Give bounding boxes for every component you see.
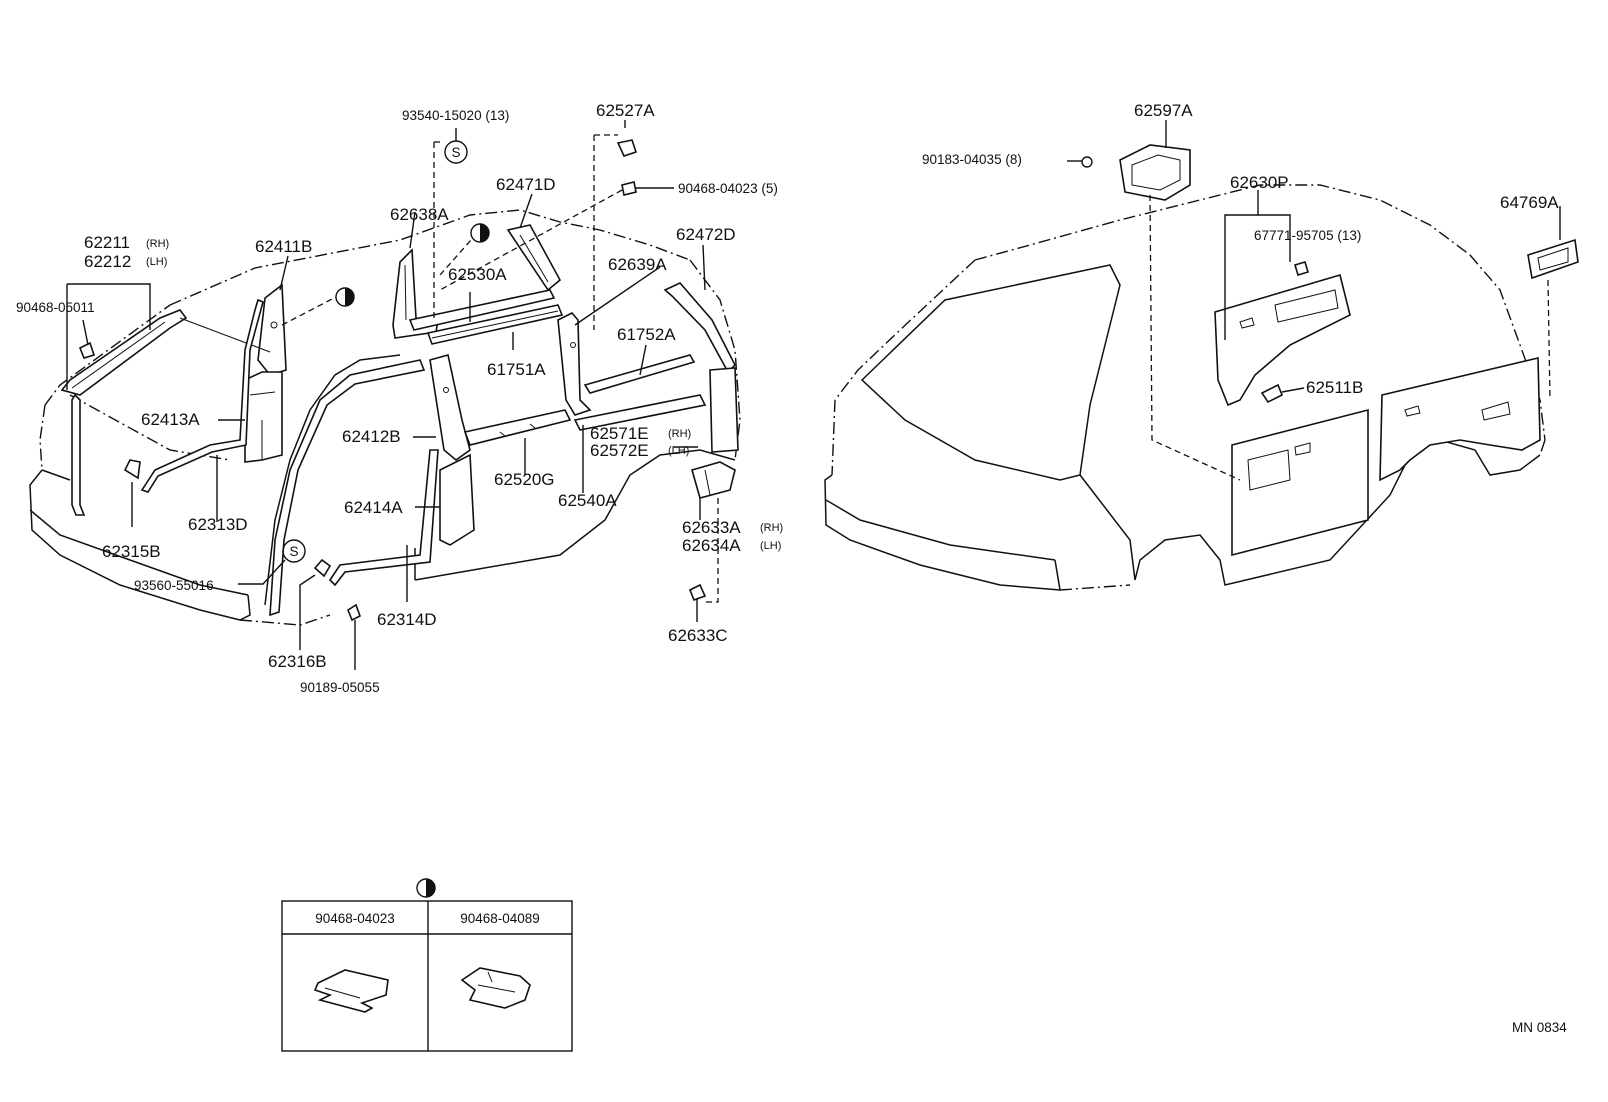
part-62413a xyxy=(244,371,283,463)
label-67771-95705: 67771-95705 (13) xyxy=(1254,228,1361,243)
label-62530a: 62530A xyxy=(448,265,507,284)
label-62211: 62211 xyxy=(84,233,130,252)
label-62313d: 62313D xyxy=(188,515,248,534)
part-62633c xyxy=(688,583,707,602)
part-90468-05011 xyxy=(78,341,96,359)
part-62511b xyxy=(1260,383,1284,404)
part-62530a xyxy=(408,289,556,331)
label-62571e-rh: (RH) xyxy=(668,428,691,440)
leader-lines-left xyxy=(66,120,719,670)
label-62471d: 62471D xyxy=(496,175,556,194)
label-62212: 62212 xyxy=(84,252,131,271)
label-90468-05011: 90468-05011 xyxy=(16,300,95,315)
part-62597a xyxy=(1119,144,1191,201)
label-62638a: 62638A xyxy=(390,205,449,224)
part-door-panel xyxy=(1231,408,1369,557)
label-62571e: 62571E xyxy=(590,424,649,443)
svg-text:S: S xyxy=(289,544,298,559)
part-90468-04023-top xyxy=(621,181,637,196)
part-90183-04035 xyxy=(1081,156,1093,168)
label-62630p: 62630P xyxy=(1230,173,1289,192)
right-body-outline xyxy=(824,184,1546,591)
part-62527a xyxy=(616,139,638,157)
label-62633a: 62633A xyxy=(682,518,741,537)
label-62633c: 62633C xyxy=(668,626,728,645)
part-62412b xyxy=(429,354,471,462)
label-62639a: 62639A xyxy=(608,255,667,274)
part-67771-95705 xyxy=(1294,261,1309,276)
label-62211-rh: (RH) xyxy=(146,238,169,250)
part-62316b xyxy=(313,558,332,578)
label-62540a: 62540A xyxy=(558,491,617,510)
label-62314d: 62314D xyxy=(377,610,437,629)
label-62520g: 62520G xyxy=(494,470,555,489)
clip-table: 90468-04023 90468-04089 xyxy=(281,878,573,1052)
part-64769a xyxy=(1527,238,1579,280)
part-rear-quarter-panel xyxy=(1379,356,1541,482)
label-61751a: 61751A xyxy=(487,360,546,379)
part-62639a xyxy=(557,312,592,416)
part-62315b xyxy=(123,459,141,480)
half-circle-symbol-2 xyxy=(335,287,355,307)
half-circle-symbol-1 xyxy=(470,223,490,243)
part-62471d xyxy=(506,224,562,292)
table-col1-header: 90468-04023 xyxy=(315,911,395,926)
label-61752a: 61752A xyxy=(617,325,676,344)
label-90183-04035: 90183-04035 (8) xyxy=(922,152,1022,167)
part-62630p xyxy=(1214,273,1351,407)
label-64769a: 64769A xyxy=(1500,193,1559,212)
svg-text:S: S xyxy=(451,145,460,160)
label-62411b: 62411B xyxy=(255,237,312,256)
part-90189-05055 xyxy=(347,603,361,622)
left-body-outline xyxy=(29,209,741,626)
label-62634a-lh: (LH) xyxy=(760,540,781,552)
part-62571e xyxy=(573,367,739,453)
label-93560-55016: 93560-55016 xyxy=(134,578,214,593)
part-62313d xyxy=(140,298,264,493)
part-62414a xyxy=(439,453,475,546)
label-62572e-lh: (LH) xyxy=(668,445,689,457)
part-62633a xyxy=(691,461,736,499)
table-col2-header: 90468-04089 xyxy=(460,911,540,926)
label-62315b: 62315B xyxy=(102,542,161,561)
clip-icon-90468-04089 xyxy=(460,967,531,1009)
part-62520g xyxy=(463,409,572,446)
label-62412b: 62412B xyxy=(342,427,401,446)
label-90468-04023-5: 90468-04023 (5) xyxy=(678,181,778,196)
leader-lines-right xyxy=(1067,120,1561,481)
s-symbol-bottom: S xyxy=(282,539,306,563)
part-62314d xyxy=(269,359,439,617)
label-62472d: 62472D xyxy=(676,225,736,244)
s-symbol-top: S xyxy=(444,140,468,164)
label-62413a: 62413A xyxy=(141,410,200,429)
clip-icon-90468-04023 xyxy=(313,969,389,1013)
label-62597a: 62597A xyxy=(1134,101,1193,120)
diagram-code: MN 0834 xyxy=(1512,1020,1567,1035)
label-90189-05055: 90189-05055 xyxy=(300,680,380,695)
part-62211 xyxy=(60,309,188,516)
label-62633a-rh: (RH) xyxy=(760,522,783,534)
label-62212-lh: (LH) xyxy=(146,256,167,268)
label-62414a: 62414A xyxy=(344,498,403,517)
label-62634a: 62634A xyxy=(682,536,741,555)
label-62316b: 62316B xyxy=(268,652,327,671)
label-93540-15020: 93540-15020 (13) xyxy=(402,108,509,123)
label-62572e: 62572E xyxy=(590,441,649,460)
part-61751a xyxy=(426,304,564,345)
label-62527a: 62527A xyxy=(596,101,655,120)
part-62411b xyxy=(179,283,287,376)
label-62511b: 62511B xyxy=(1306,378,1363,397)
